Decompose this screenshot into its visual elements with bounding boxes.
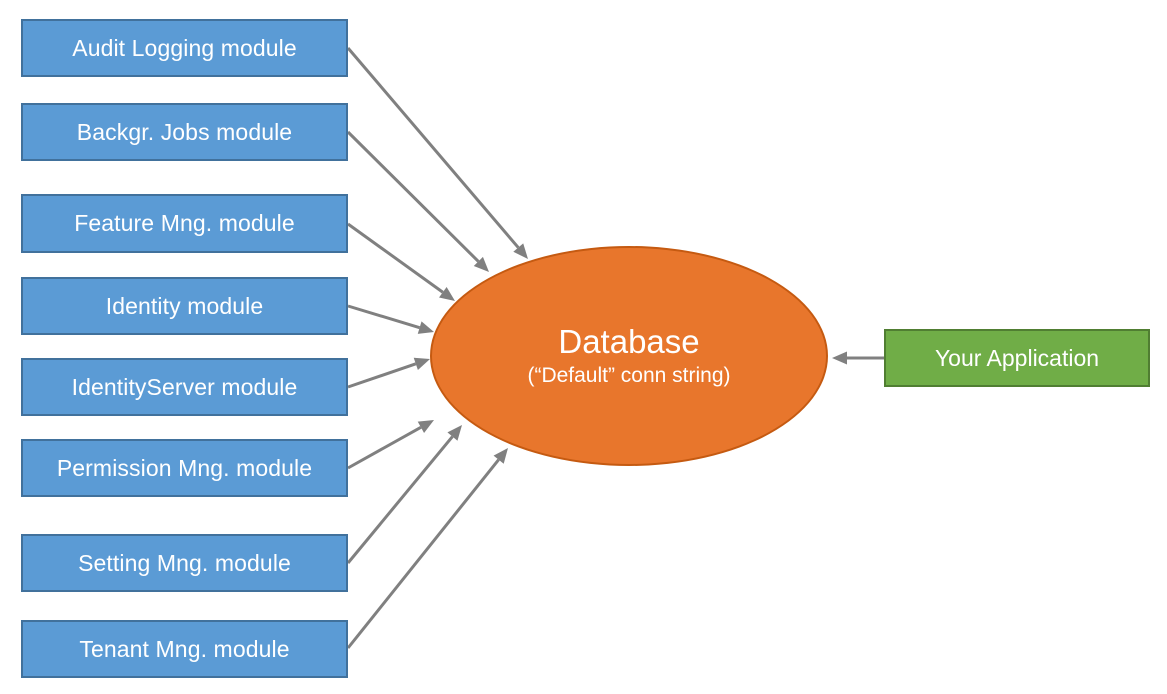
module-box-setting-management[interactable]: Setting Mng. module	[21, 534, 348, 592]
module-box-background-jobs[interactable]: Backgr. Jobs module	[21, 103, 348, 161]
application-label: Your Application	[934, 344, 1100, 371]
connector-arrow	[347, 420, 434, 470]
module-label: Feature Mng. module	[74, 210, 295, 236]
application-box[interactable]: Your Application	[884, 329, 1150, 387]
connector-arrow	[347, 304, 434, 334]
database-title: Database	[558, 323, 700, 361]
connector-arrow	[832, 351, 884, 365]
connector-arrow	[346, 448, 508, 649]
module-label: IdentityServer module	[71, 373, 298, 400]
connector-arrow	[346, 425, 462, 564]
module-box-identity[interactable]: Identity module	[21, 277, 348, 335]
module-label: Backgr. Jobs module	[76, 118, 293, 145]
connector-arrow	[347, 222, 455, 301]
database-subtitle: (“Default” conn string)	[527, 364, 731, 388]
module-box-permission-management[interactable]: Permission Mng. module	[21, 439, 348, 497]
database-node[interactable]: Database (“Default” conn string)	[430, 246, 828, 466]
module-box-audit-logging[interactable]: Audit Logging module	[21, 19, 348, 77]
module-label: Audit Logging module	[72, 34, 297, 61]
connector-arrow	[347, 357, 430, 389]
module-label: Permission Mng. module	[56, 454, 313, 481]
module-label: Identity module	[105, 292, 264, 319]
connector-arrow	[346, 130, 489, 272]
connector-arrow	[346, 47, 528, 259]
module-label: Tenant Mng. module	[79, 635, 290, 662]
module-box-identityserver[interactable]: IdentityServer module	[21, 358, 348, 416]
module-box-feature-management[interactable]: Feature Mng. module	[21, 194, 348, 253]
module-box-tenant-management[interactable]: Tenant Mng. module	[21, 620, 348, 678]
module-label: Setting Mng. module	[78, 549, 291, 576]
